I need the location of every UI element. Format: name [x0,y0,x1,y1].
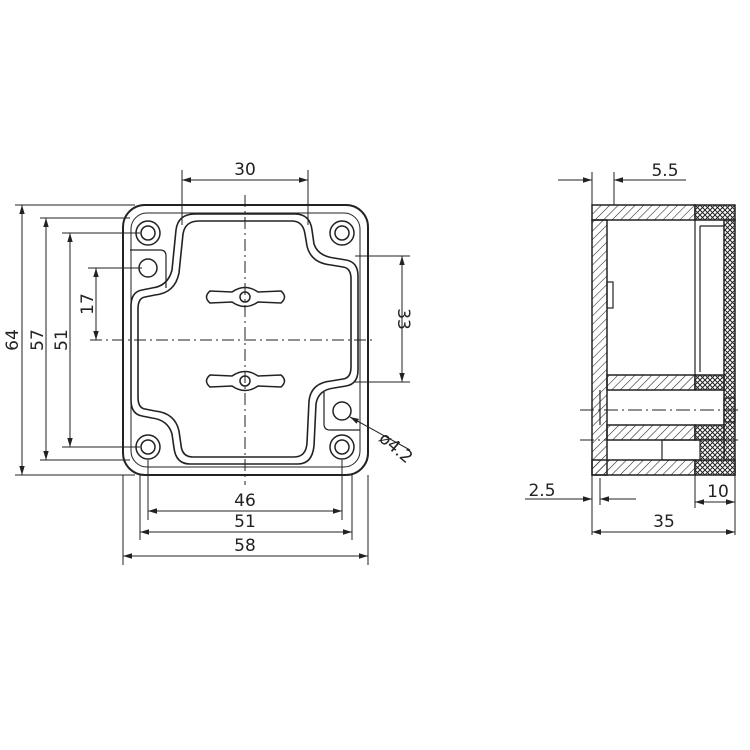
dim-hole-spacing-bottom: 46 [234,491,256,511]
top-wall [591,204,696,221]
screw-head [723,397,736,423]
lid-top [694,204,736,221]
gasket-groove-inner [137,220,352,458]
lid-bottom [694,459,736,476]
dim-height-57: 57 [28,329,48,351]
gasket-groove-outer [130,213,359,465]
wall-tab [606,281,614,309]
dim-wall-top: 5.5 [651,161,678,181]
dim-overall-width: 58 [234,536,256,556]
dim-slot-spacing: 33 [393,308,413,330]
bottom-wall [591,459,696,476]
mount-hole-right [332,401,352,421]
side-dimensions: 5.5 2.5 10 35 [525,161,736,535]
front-dimensions: 30 64 57 51 17 33 ø4.2 46 [3,160,416,565]
lid-rib-upper [694,374,725,391]
dim-overall-height: 64 [3,329,23,351]
dim-width-51: 51 [234,512,256,532]
dim-lid-depth: 10 [707,482,729,502]
lid-face [723,219,736,476]
screw-insert [699,439,725,461]
mount-boss-left [130,249,167,288]
lid-rib-lower [694,424,725,441]
mount-boss-right [323,392,360,431]
side-view [580,204,742,476]
dim-height-51: 51 [52,329,72,351]
screw-hole-top-right [329,220,355,246]
dim-wall-bottom: 2.5 [528,481,555,501]
screw-hole-bottom-right [329,434,355,460]
front-view [90,195,375,485]
back-wall [591,219,608,476]
dim-overall-depth: 35 [653,512,675,532]
dim-hole-spacing-top: 30 [234,160,256,180]
internal-rib-lower [606,424,696,441]
dim-offset-17: 17 [78,293,98,315]
internal-rib-upper [606,374,696,391]
